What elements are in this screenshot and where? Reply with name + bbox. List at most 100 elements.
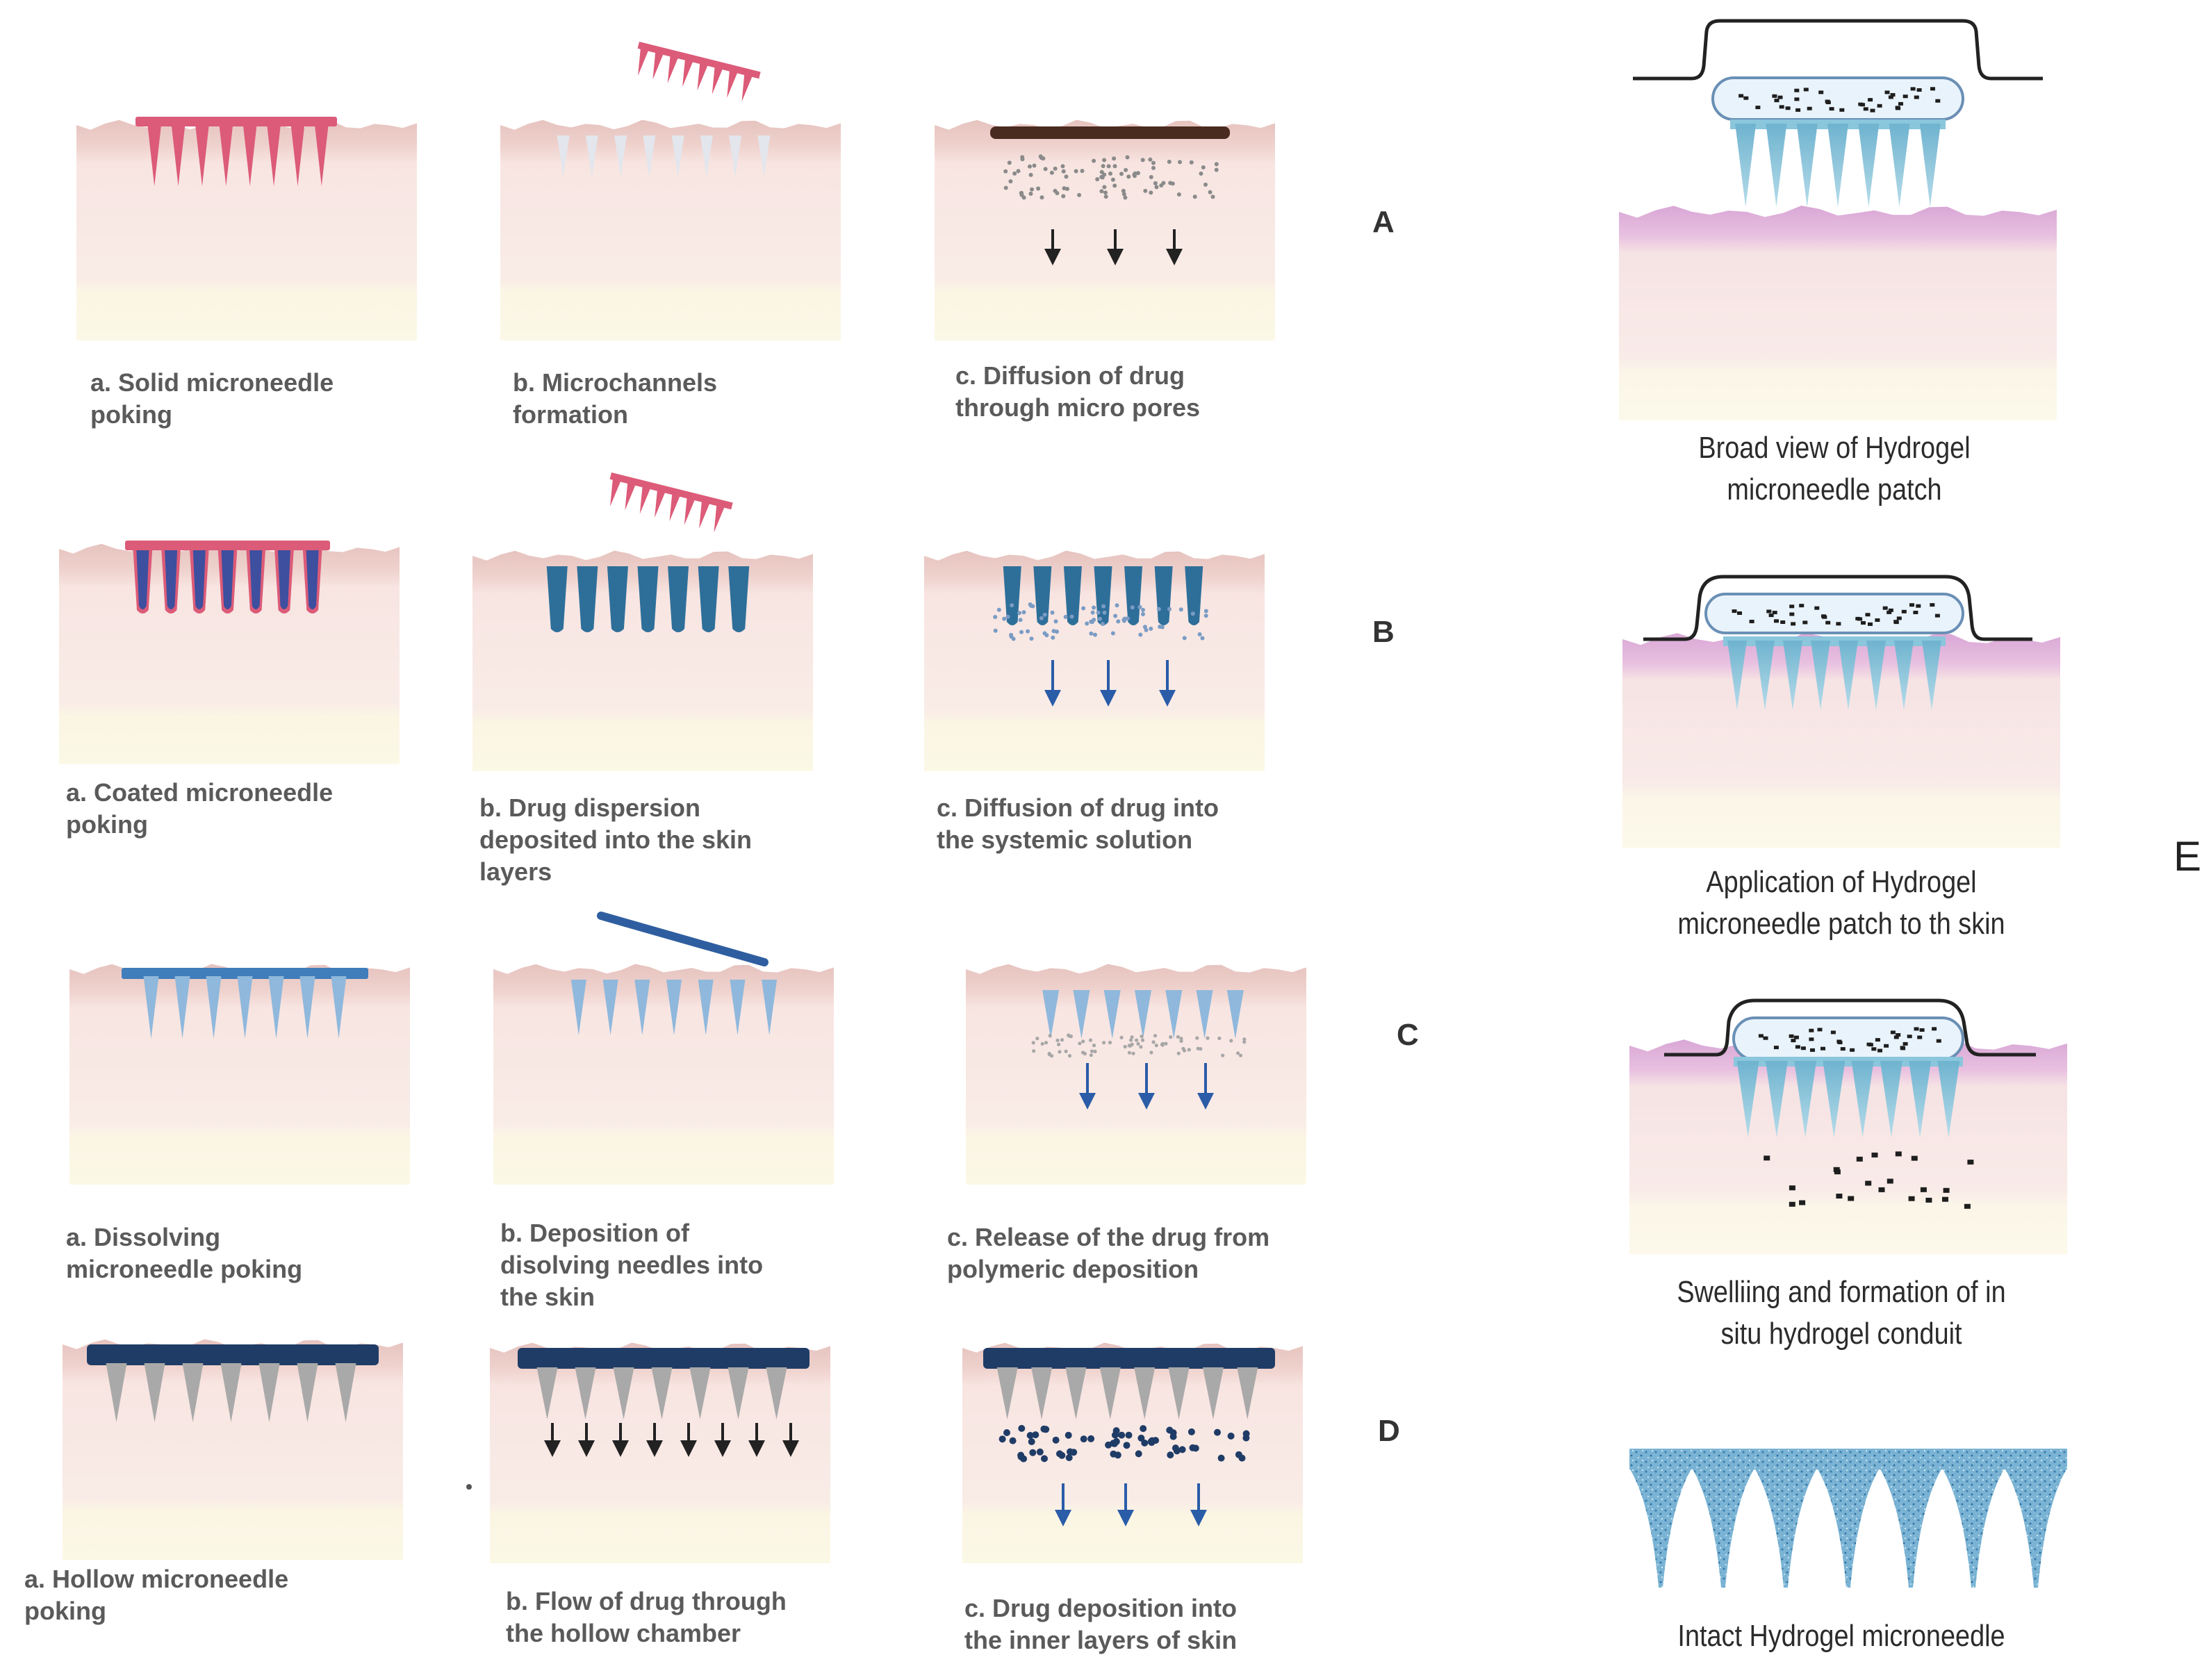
deposited-needle <box>668 566 689 632</box>
drug-dots-B <box>1053 619 1058 624</box>
deposited-dissolving-needle <box>570 980 586 1035</box>
releasing-needle <box>1042 990 1060 1039</box>
drug-dots-A <box>1121 188 1126 193</box>
reservoir-drug <box>1917 1035 1923 1039</box>
reservoir-drug <box>1809 1028 1814 1032</box>
hollow-needle-c <box>1031 1367 1053 1419</box>
reservoir-drug <box>1884 1044 1889 1048</box>
drug-dots-D <box>1018 1424 1026 1432</box>
drug-dots-B <box>1029 636 1034 641</box>
reservoir-drug <box>1935 99 1941 103</box>
drug-dots-B <box>1055 629 1059 634</box>
removed-coated-needle <box>714 504 725 533</box>
drug-dots-B <box>1144 627 1149 632</box>
drug-dots-B <box>1010 603 1014 608</box>
reservoir-drug <box>1743 96 1749 100</box>
drug-dots-B <box>1090 610 1095 615</box>
skin-A-a <box>76 120 417 340</box>
drug-dots-B <box>1203 609 1208 613</box>
drug-dots-D <box>1065 1454 1073 1461</box>
hollow-needle-b <box>689 1367 711 1419</box>
reservoir-drug <box>1758 1034 1764 1038</box>
released-drug <box>1925 1197 1932 1203</box>
drug-dots-A <box>1124 167 1128 172</box>
dissolving-needle <box>237 976 253 1039</box>
released-drug <box>1967 1160 1974 1165</box>
released-drug <box>1865 1180 1872 1186</box>
removed-coated-bar <box>609 472 733 510</box>
drug-dots-A <box>1210 195 1215 199</box>
reservoir-drug <box>1791 622 1796 626</box>
drug-dots-A <box>1064 174 1069 179</box>
drug-dots-B <box>1050 610 1055 615</box>
reservoir-drug <box>1821 614 1826 618</box>
drug-dots-A <box>1110 177 1115 182</box>
removed-coated-needle <box>625 482 636 511</box>
row-letter-D: D <box>1378 1414 1400 1448</box>
released-drug <box>1848 1196 1855 1201</box>
drug-dots-D <box>1235 1451 1242 1458</box>
drug-dots-C <box>1153 1034 1158 1038</box>
drug-dots-B <box>1102 610 1107 615</box>
reservoir-drug <box>1930 603 1935 607</box>
skin-B-c <box>924 550 1265 771</box>
reservoir-drug <box>1896 616 1902 620</box>
microchannel <box>585 135 598 177</box>
reservoir-drug <box>1877 104 1882 108</box>
deposited-dissolving-needle <box>666 980 682 1035</box>
hollow-needle <box>182 1363 204 1422</box>
hydrogel-needle-E2-base <box>1723 636 1946 646</box>
drug-dots-D <box>1112 1427 1120 1435</box>
reservoir-drug <box>1777 95 1783 99</box>
hydrogel-needle-E2 <box>1894 641 1914 710</box>
dispersing-needle <box>1033 566 1052 625</box>
drug-dots-A <box>1039 195 1044 200</box>
deposited-dissolving-needle <box>634 980 650 1035</box>
drug-dots-B <box>1125 616 1130 621</box>
drug-dots-A <box>1095 177 1100 181</box>
drug-dots-C <box>1064 1049 1068 1053</box>
coated-needle-core <box>221 550 234 609</box>
intact-hydrogel-needle <box>1880 1468 1942 1588</box>
drug-dots-D <box>1141 1439 1149 1447</box>
backing-outline-E2 <box>1643 575 2032 641</box>
swollen-needle-E3 <box>1880 1061 1902 1137</box>
solid-needle <box>195 124 209 186</box>
reservoir-drug <box>1763 1036 1768 1040</box>
reservoir-drug <box>1868 1043 1873 1047</box>
drug-dots-B <box>1019 629 1024 634</box>
drug-dots-C <box>1160 1043 1165 1047</box>
drug-dots-A <box>1203 182 1208 187</box>
drug-dots-B <box>1092 605 1096 610</box>
drug-dots-B <box>993 628 998 633</box>
drug-dots-A <box>1038 154 1043 159</box>
drug-dots-C <box>1055 1038 1060 1042</box>
removed-coated-needle <box>639 486 651 514</box>
drug-dots-A <box>1149 190 1153 195</box>
hollow-needle-b <box>728 1367 749 1419</box>
reservoir-drug <box>1800 1046 1806 1051</box>
drug-dots-A <box>1008 179 1013 183</box>
removed-coated-needle <box>655 489 666 518</box>
hydrogel-reservoir <box>1704 593 1964 634</box>
hollow-needle <box>220 1363 242 1422</box>
drug-dots-A <box>1077 192 1082 197</box>
drug-dots-A <box>1126 174 1131 179</box>
drug-dots-C <box>1040 1041 1044 1046</box>
drug-dots-C <box>1176 1035 1180 1039</box>
drug-dots-C <box>1217 1036 1222 1040</box>
drug-dots-D <box>1087 1435 1095 1442</box>
removed-needle <box>652 51 664 80</box>
caption-E-4: Intact Hydrogel microneedle <box>1677 1619 2005 1653</box>
drug-dots-A <box>1167 159 1172 164</box>
drug-dots-B <box>993 615 998 619</box>
reservoir-drug <box>1772 94 1777 98</box>
solid-needle <box>243 124 257 186</box>
hollow-needle-c <box>1168 1367 1190 1419</box>
caption-C-b: b. Deposition of disolving needles into … <box>500 1219 764 1311</box>
reservoir-drug <box>1850 1048 1855 1052</box>
released-drug <box>1895 1151 1902 1157</box>
hollow-needle-c <box>1202 1367 1224 1419</box>
caption-C-a: a. Dissolving microneedle poking <box>66 1223 303 1283</box>
